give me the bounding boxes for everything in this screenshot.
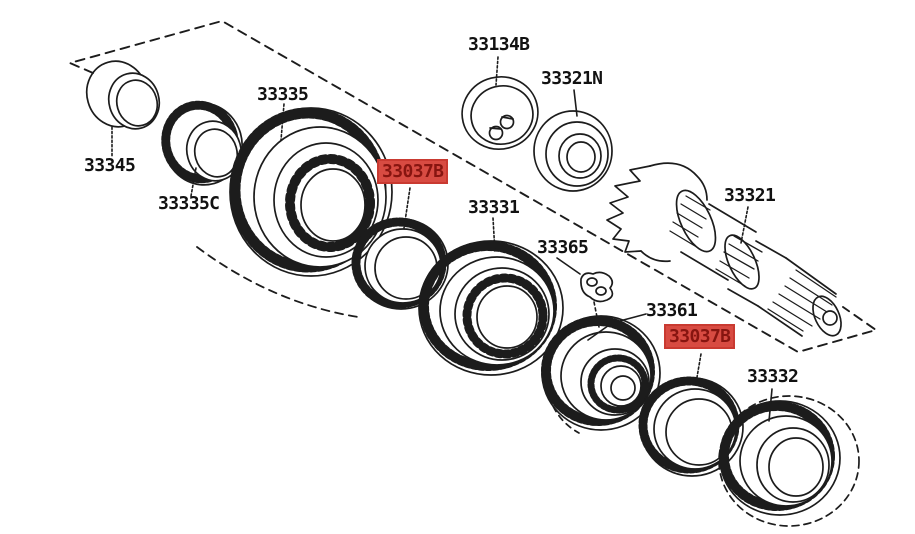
part-drawing-bearing-33321n — [533, 110, 613, 192]
part-drawing-snap-ring-33134b — [461, 76, 539, 150]
leader-lines — [111, 56, 773, 422]
part-label-33331[interactable]: 33331 — [468, 197, 520, 218]
part-drawing-key-33365 — [580, 271, 614, 303]
part-drawing-hub-33331 — [418, 240, 564, 376]
part-label-33345[interactable]: 33345 — [84, 155, 136, 176]
part-drawing-gear-33335 — [229, 107, 393, 277]
part-label-33332[interactable]: 33332 — [747, 366, 799, 387]
part-drawing-bushing-33345 — [85, 60, 161, 130]
part-label-33365[interactable]: 33365 — [537, 237, 589, 258]
part-drawing-synchro-ring-33037b-bottom — [638, 376, 744, 477]
part-label-33361[interactable]: 33361 — [646, 300, 698, 321]
part-drawing-gear-33361 — [541, 315, 661, 431]
part-label-33037b-bottom[interactable]: 33037B — [664, 324, 736, 349]
part-label-33335c[interactable]: 33335C — [158, 193, 220, 214]
part-label-33321[interactable]: 33321 — [724, 185, 776, 206]
part-label-33321n[interactable]: 33321N — [541, 68, 603, 89]
part-drawing-gear-33332 — [718, 395, 860, 527]
part-label-33037b-top[interactable]: 33037B — [377, 159, 449, 184]
part-drawing-synchro-ring-33037b-top — [351, 217, 449, 310]
part-drawing-bearing-33335c — [161, 100, 244, 186]
part-label-33335[interactable]: 33335 — [257, 84, 309, 105]
part-drawing-shaft-33321 — [606, 162, 842, 337]
part-label-33134b[interactable]: 33134B — [468, 34, 530, 55]
